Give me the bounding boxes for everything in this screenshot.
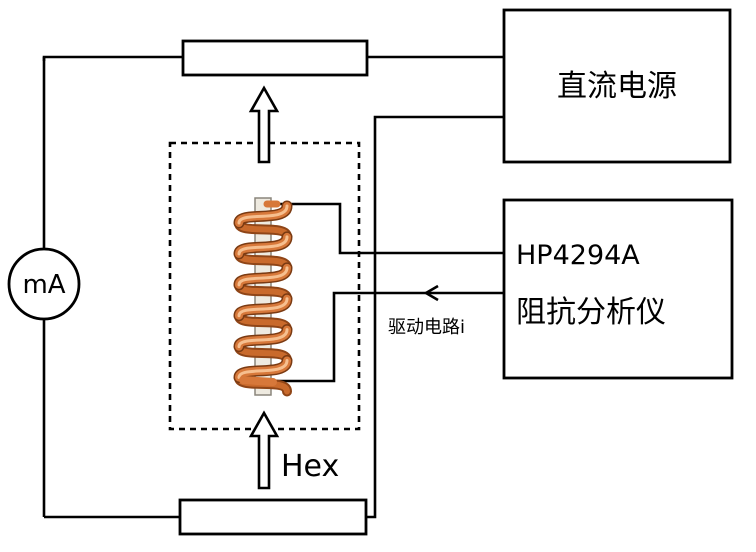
coil-winding <box>233 200 293 397</box>
drive-circuit-label: 驱动电路i <box>388 317 465 338</box>
field-label: Hex <box>281 449 339 484</box>
coil-turn-highlight <box>237 204 289 225</box>
upward-arrow-top <box>248 85 280 164</box>
wire-power-return <box>366 115 504 519</box>
wire-coil-top <box>275 202 504 255</box>
coil-assembly <box>233 197 293 397</box>
dc-power-supply-label: 直流电源 <box>557 69 677 104</box>
coil-bottom-end <box>239 376 277 386</box>
wire-top <box>42 55 183 61</box>
ammeter <box>7 247 81 321</box>
drive-arrowhead <box>423 284 439 302</box>
coil-turn-highlight <box>237 235 289 256</box>
impedance-analyzer <box>502 198 734 380</box>
wires <box>42 55 504 519</box>
top-resistor <box>181 39 369 77</box>
dc-power-supply <box>502 8 732 164</box>
ammeter-label: mA <box>22 270 65 300</box>
wire-coil-bottom <box>275 291 504 383</box>
bottom-resistor <box>178 498 368 536</box>
upward-arrow-bottom <box>248 410 280 490</box>
coil-turn-highlight <box>237 266 289 287</box>
sample-enclosure <box>168 141 361 431</box>
coil-turn-highlight <box>237 359 289 380</box>
coil-turn-highlight <box>237 297 289 318</box>
coil-turn-highlight <box>237 328 289 349</box>
analyzer-name-label: 阻抗分析仪 <box>516 295 666 330</box>
analyzer-model-label: HP4294A <box>516 240 640 271</box>
